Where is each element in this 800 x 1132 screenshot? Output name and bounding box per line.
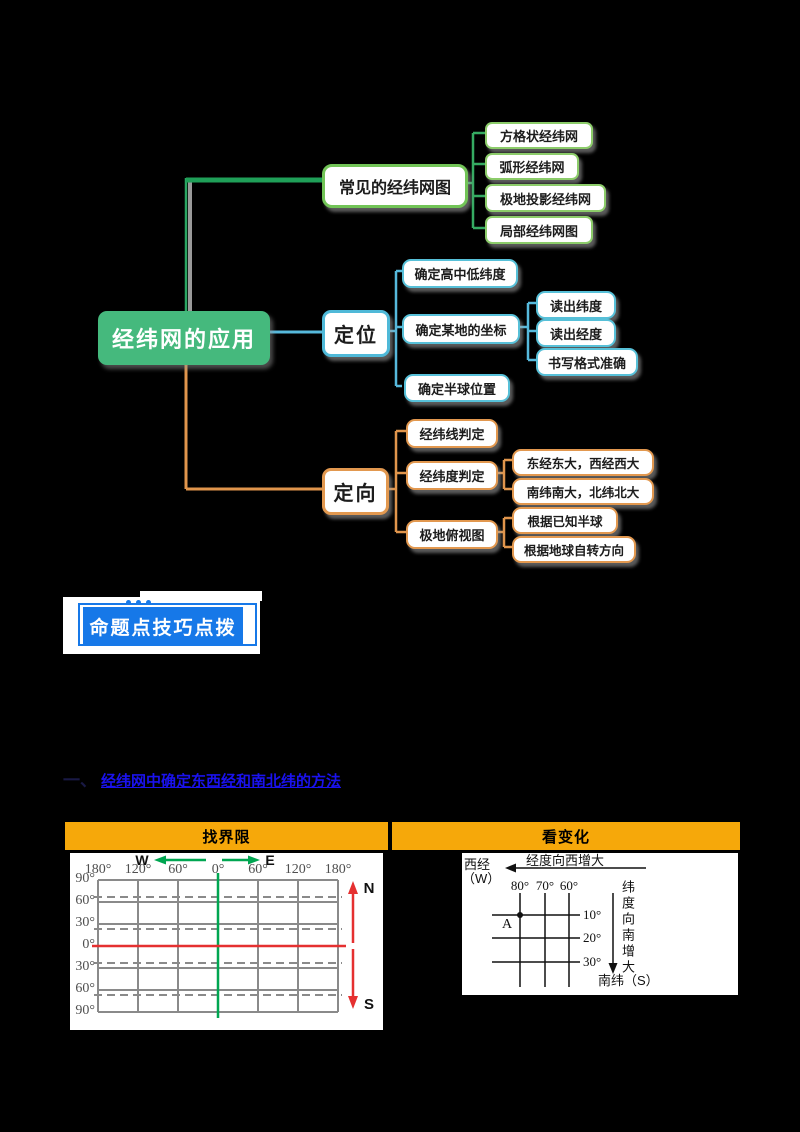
mini-grid-lines <box>492 893 580 987</box>
lon-tick-60: 60° <box>559 878 579 893</box>
mindmap-node-common-grids: 常见的经纬网图 <box>322 164 468 208</box>
mindmap-leaf-read-longitude: 读出经度 <box>536 319 616 347</box>
mindmap-leaf-east-longitude-rule: 东经东大，西经西大 <box>512 449 654 476</box>
badge-title: 命题点技巧点拨 <box>83 607 243 645</box>
mindmap-leaf-polar-projection-grid: 极地投影经纬网 <box>485 184 606 212</box>
mindmap-leaf-degree-judge: 经纬度判定 <box>406 461 498 490</box>
section-title: 经纬网中确定东西经和南北纬的方法 <box>101 773 342 790</box>
table-header-boundary: 找界限 <box>65 822 388 850</box>
badge-dot-1 <box>126 600 131 605</box>
mindmap-leaf-read-latitude: 读出纬度 <box>536 291 616 319</box>
mindmap-leaf-earth-rotation: 根据地球自转方向 <box>512 536 636 563</box>
north-label: N <box>363 880 375 897</box>
badge-dot-2 <box>136 600 141 605</box>
lat-tick-30: 30° <box>583 954 602 969</box>
mindmap-leaf-arc-grid: 弧形经纬网 <box>485 153 579 180</box>
point-a-label: A <box>502 917 513 932</box>
mindmap-leaf-south-latitude-rule: 南纬南大，北纬北大 <box>512 478 654 505</box>
lon-tick-80: 80° <box>510 878 530 893</box>
lat-tick-60s: 60° <box>75 981 95 996</box>
mindmap-leaf-square-grid: 方格状经纬网 <box>485 122 593 149</box>
badge-background-step <box>140 591 262 601</box>
point-a-dot <box>517 912 523 918</box>
mindmap-connectors <box>184 131 536 549</box>
mindmap-leaf-partial-grid: 局部经纬网图 <box>485 216 593 244</box>
table-header-change: 看变化 <box>392 822 740 850</box>
lon-tick-120e: 120° <box>284 862 312 877</box>
lat-tick-90n: 90° <box>75 871 95 886</box>
latitude-increase-south-label: 纬度向南增大 <box>620 880 635 976</box>
mindmap-leaf-latitude-zone: 确定高中低纬度 <box>402 259 518 288</box>
lat-tick-30s: 30° <box>75 959 95 974</box>
badge-outline <box>78 603 257 646</box>
boundary-grid-lines <box>92 855 358 1018</box>
west-east-arrows <box>154 855 260 865</box>
mindmap-leaf-hemisphere: 确定半球位置 <box>404 374 510 402</box>
south-latitude-label: 南纬（S） <box>598 973 659 988</box>
mindmap-leaf-writing-format: 书写格式准确 <box>536 348 638 376</box>
north-south-arrows <box>348 881 358 1009</box>
lat-tick-90s: 90° <box>75 1003 95 1018</box>
mindmap-leaf-polar-view: 极地俯视图 <box>406 520 498 549</box>
mindmap-root-node: 经纬网的应用 <box>98 311 270 365</box>
section-heading: 一、 经纬网中确定东西经和南北纬的方法 <box>63 766 341 791</box>
table-header-row: 找界限 看变化 <box>65 822 740 850</box>
lon-tick-60w: 60° <box>168 862 188 877</box>
lat-tick-0: 0° <box>82 937 95 952</box>
mindmap-leaf-gridline-judge: 经纬线判定 <box>406 419 498 448</box>
west-label: W <box>135 852 149 868</box>
south-label: S <box>363 996 374 1013</box>
lon-tick-180w: 180° <box>84 862 112 877</box>
southward-arrow <box>608 893 618 974</box>
boundary-diagram-card: W E 180° 120° 60° 0° 60° 120° 180° 90° 6… <box>70 853 383 1030</box>
longitude-increase-west-label: 经度向西增大 <box>526 853 605 868</box>
west-longitude-label-line1: 西经 <box>464 857 491 872</box>
east-label: E <box>265 852 275 868</box>
mindmap-leaf-coordinates: 确定某地的坐标 <box>402 314 520 344</box>
lat-tick-60n: 60° <box>75 893 95 908</box>
table-header-divider <box>388 822 392 850</box>
west-longitude-label-line2: （W） <box>462 871 501 886</box>
change-grid-lines <box>492 863 646 987</box>
lat-tick-30n: 30° <box>75 915 95 930</box>
lon-tick-120w: 120° <box>124 862 152 877</box>
lon-tick-70: 70° <box>535 878 555 893</box>
technique-table: 找界限 看变化 <box>65 822 740 1030</box>
badge-dot-3 <box>146 600 151 605</box>
westward-arrow <box>505 863 646 873</box>
mindmap-node-direction: 定向 <box>322 468 389 515</box>
lat-tick-20: 20° <box>583 930 602 945</box>
mindmap-node-locate: 定位 <box>322 310 390 357</box>
lat-tick-10: 10° <box>583 907 602 922</box>
change-diagram-card: 经度向西增大 西经 （W） 80° 70° 60° 10° 20° 30° A … <box>462 853 738 995</box>
section-number: 一、 <box>63 771 97 790</box>
lon-tick-60e: 60° <box>248 862 268 877</box>
lon-tick-0: 0° <box>211 862 225 877</box>
orange-trunk-line <box>184 365 322 491</box>
mindmap-leaf-known-hemisphere: 根据已知半球 <box>512 507 618 534</box>
lon-tick-180e: 180° <box>324 862 352 877</box>
